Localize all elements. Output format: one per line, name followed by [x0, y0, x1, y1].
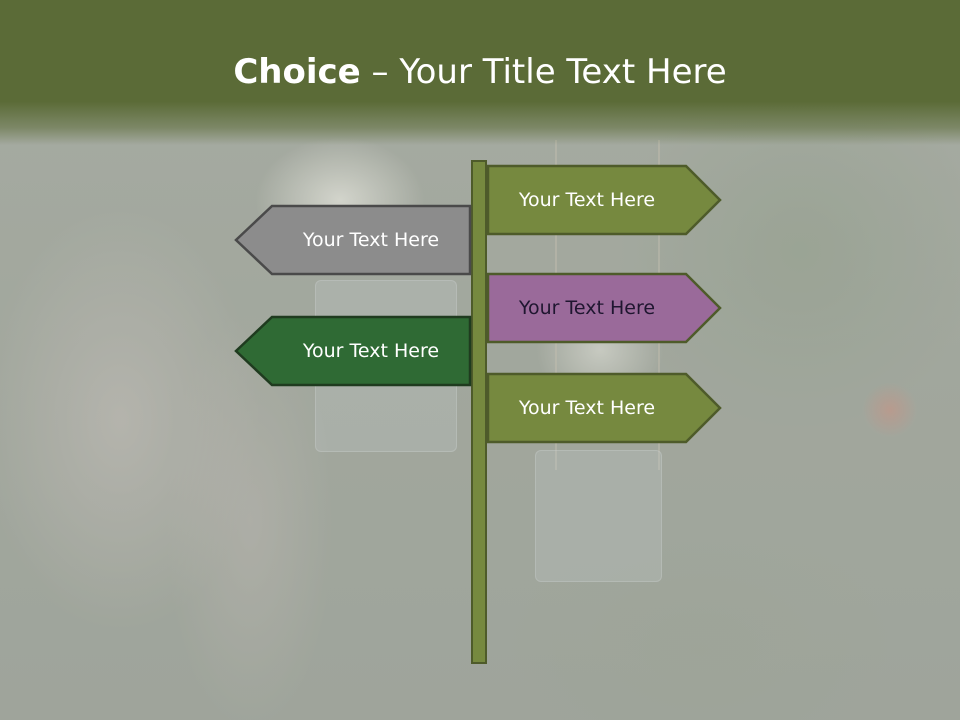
signpost-arrow-left-2[interactable]: Your Text Here	[234, 315, 472, 387]
signpost-arrow-left-1[interactable]: Your Text Here	[234, 204, 472, 276]
arrow-left-shape	[234, 204, 472, 276]
arrow-right-shape	[486, 164, 722, 236]
arrow-right-shape	[486, 372, 722, 444]
sign-label: Your Text Here	[518, 297, 656, 319]
signpost-arrow-right-2[interactable]: Your Text Here	[486, 272, 722, 344]
signpost-pole[interactable]	[471, 160, 487, 664]
sign-label: Your Text Here	[518, 189, 656, 211]
slide-title[interactable]: Choice – Your Title Text Here	[0, 52, 960, 92]
signpost-arrow-right-3[interactable]: Your Text Here	[486, 372, 722, 444]
sign-label: Your Text Here	[518, 397, 656, 419]
glass-jar-image	[535, 450, 662, 582]
title-bar	[0, 0, 960, 145]
arrow-right-shape	[486, 272, 722, 344]
sign-label: Your Text Here	[302, 229, 440, 251]
title-emphasis: Choice	[233, 52, 361, 92]
title-text: – Your Title Text Here	[360, 52, 727, 92]
sign-label: Your Text Here	[302, 340, 440, 362]
arrow-left-shape	[234, 315, 472, 387]
signpost-arrow-right-1[interactable]: Your Text Here	[486, 164, 722, 236]
